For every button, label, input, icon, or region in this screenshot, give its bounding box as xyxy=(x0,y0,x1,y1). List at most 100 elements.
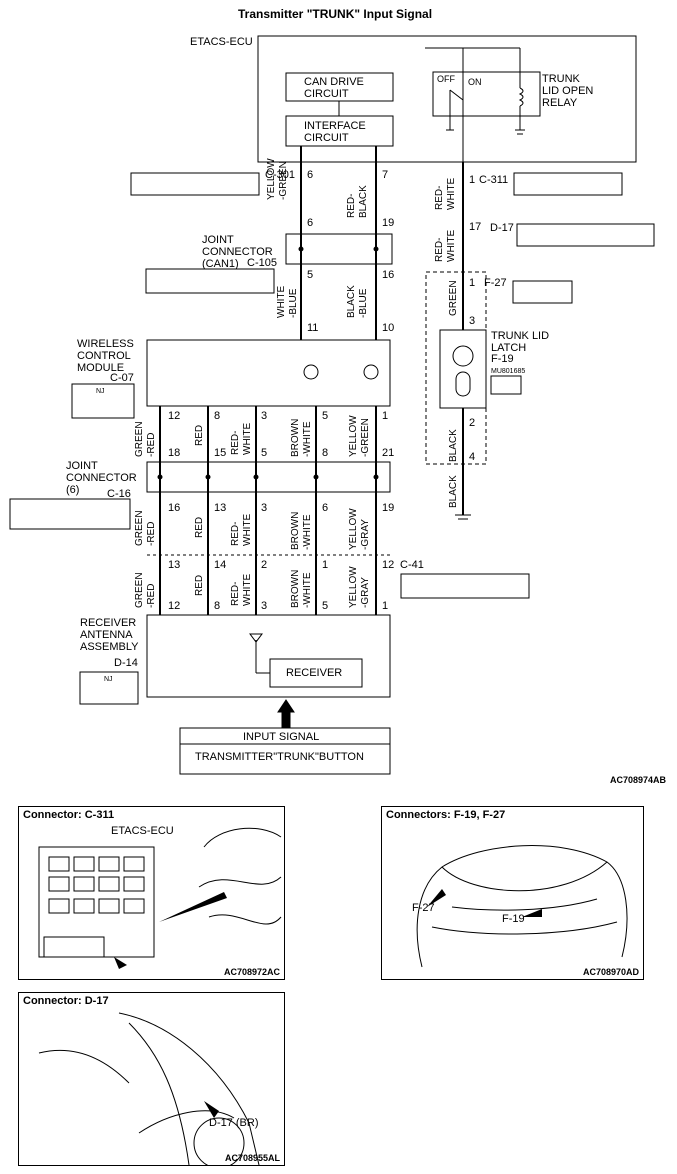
pin-number: 5 xyxy=(322,410,329,422)
c105-label: C-105 xyxy=(247,257,277,269)
transmitter-trunk-button-label: TRANSMITTER"TRUNK"BUTTON xyxy=(195,751,364,763)
photo-caption: Connector: D-17 xyxy=(23,995,109,1007)
pin-number: 8 xyxy=(322,447,329,459)
pin-number: 1 xyxy=(469,174,476,186)
pin-number: 5 xyxy=(307,269,314,281)
mu801685-label: MU801685 xyxy=(491,368,526,375)
receiver-antenna-assembly-box xyxy=(146,614,391,698)
joint-connector-6-box xyxy=(146,461,391,493)
pin-number: 10 xyxy=(382,322,395,334)
pin-number: 3 xyxy=(469,315,476,327)
pin-number: 2 xyxy=(469,417,476,429)
wire-color-label: RED- WHITE xyxy=(230,513,253,546)
wire-color-label: BROWN -WHITE xyxy=(290,418,313,457)
d14-nj-label: NJ xyxy=(104,676,113,683)
input-signal-label: INPUT SIGNAL xyxy=(243,731,320,743)
c41-connector-icon xyxy=(400,573,530,599)
wire-color-label: BLACK -BLUE xyxy=(346,285,369,318)
pin-number: 12 xyxy=(382,559,395,571)
pin-number: 3 xyxy=(261,502,268,514)
f19-connector-icon xyxy=(490,375,522,395)
f27-photo-label: F-27 xyxy=(412,902,435,914)
photo-connector-d17: Connector: D-17 D-17 (BR) AC708955AL xyxy=(18,992,285,1166)
d17-photo-label: D-17 (BR) xyxy=(209,1117,259,1129)
pin-number: 6 xyxy=(307,169,314,181)
c105-connector-icon xyxy=(145,268,275,294)
pin-number: 5 xyxy=(322,600,329,612)
pin-number: 16 xyxy=(382,269,395,281)
pin-number: 18 xyxy=(168,447,181,459)
trunk-lid-open-relay-label: TRUNK LID OPEN RELAY xyxy=(542,73,594,109)
pin-number: 1 xyxy=(382,410,389,422)
c16-connector-icon xyxy=(9,498,131,530)
pin-number: 2 xyxy=(261,559,268,571)
wire-color-label: YELLOW -GREEN xyxy=(266,158,289,200)
wire-color-label: BROWN -WHITE xyxy=(290,511,313,550)
relay-off-label: OFF xyxy=(437,74,455,84)
wire-color-label: RED xyxy=(194,424,205,446)
wire-color-label: BROWN -WHITE xyxy=(290,569,313,608)
c07-nj-label: NJ xyxy=(96,388,105,395)
wire-color-label: RED xyxy=(194,574,205,596)
photo-caption: Connector: C-311 xyxy=(23,809,115,821)
wire-color-label: RED- WHITE xyxy=(230,422,253,455)
wire-color-label: GREEN -RED xyxy=(134,510,157,546)
etacs-ecu-label: ETACS-ECU xyxy=(190,36,253,48)
d14-connector-icon xyxy=(79,671,139,705)
wire-color-label: RED- WHITE xyxy=(434,229,457,262)
d17-location-sketch xyxy=(38,1012,260,1165)
c301-label: C-301 xyxy=(265,169,295,181)
wire-color-label: RED- WHITE xyxy=(434,177,457,210)
f27-label: F-27 xyxy=(484,277,507,289)
pin-number: 13 xyxy=(214,502,227,514)
photo-code: AC708970AD xyxy=(582,967,639,977)
wire-color-label: RED- WHITE xyxy=(230,573,253,606)
pin-number: 6 xyxy=(322,502,329,514)
wire-color-label: GREEN -RED xyxy=(134,572,157,608)
c41-label: C-41 xyxy=(400,559,424,571)
receiver-label: RECEIVER xyxy=(286,667,343,679)
wire-color-label: RED xyxy=(194,516,205,538)
pin-number: 1 xyxy=(469,277,476,289)
f27-connector-icon xyxy=(512,280,573,304)
wire-color-label: YELLOW -GREEN xyxy=(348,415,371,457)
pin-number: 11 xyxy=(307,322,319,334)
wire-color-label: YELLOW -GRAY xyxy=(348,566,371,608)
pin-number: 17 xyxy=(469,221,482,233)
f19-label: F-19 xyxy=(491,353,514,365)
f19-photo-label: F-19 xyxy=(502,913,525,925)
d17-label: D-17 xyxy=(490,222,514,234)
pin-number: 3 xyxy=(261,410,268,422)
wire-color-label: BLACK xyxy=(448,429,459,462)
pin-number: 5 xyxy=(261,447,268,459)
c311-label: C-311 xyxy=(479,174,509,186)
pin-number: 16 xyxy=(168,502,181,514)
diagram-title: Transmitter "TRUNK" Input Signal xyxy=(238,7,433,21)
photo-caption: Connectors: F-19, F-27 xyxy=(386,809,506,821)
joint-connector-can1-label: JOINT CONNECTOR (CAN1) xyxy=(202,234,273,270)
wireless-control-module-label: WIRELESS CONTROL MODULE xyxy=(77,338,134,374)
photo-code: AC708955AL xyxy=(224,1153,280,1163)
figure-code: AC708974AB xyxy=(610,775,667,785)
pin-number: 8 xyxy=(214,600,221,612)
c311-connector-icon xyxy=(513,172,623,196)
pin-number: 1 xyxy=(382,600,389,612)
wire-color-label: BLACK xyxy=(448,475,459,508)
photo-connector-c311: Connector: C-311 ETACS-ECU AC708972AC xyxy=(18,806,285,980)
wire-color-label: GREEN xyxy=(448,280,459,316)
pin-number: 7 xyxy=(382,169,389,181)
c301-connector-icon xyxy=(130,172,260,196)
c07-label: C-07 xyxy=(110,372,134,384)
wire-color-label: GREEN -RED xyxy=(134,421,157,457)
c16-label: C-16 xyxy=(107,488,131,500)
photo-connectors-f19-f27: Connectors: F-19, F-27 F-27 F-19 AC70897… xyxy=(381,806,644,980)
pin-number: 19 xyxy=(382,217,395,229)
photo-sub-label: ETACS-ECU xyxy=(111,825,174,837)
pin-number: 15 xyxy=(214,447,227,459)
pin-number: 14 xyxy=(214,559,227,571)
joint-connector-6-label: JOINT CONNECTOR (6) xyxy=(66,460,137,496)
pin-number: 12 xyxy=(168,600,181,612)
receiver-antenna-assembly-label: RECEIVER ANTENNA ASSEMBLY xyxy=(80,617,139,653)
photo-code: AC708972AC xyxy=(223,967,280,977)
